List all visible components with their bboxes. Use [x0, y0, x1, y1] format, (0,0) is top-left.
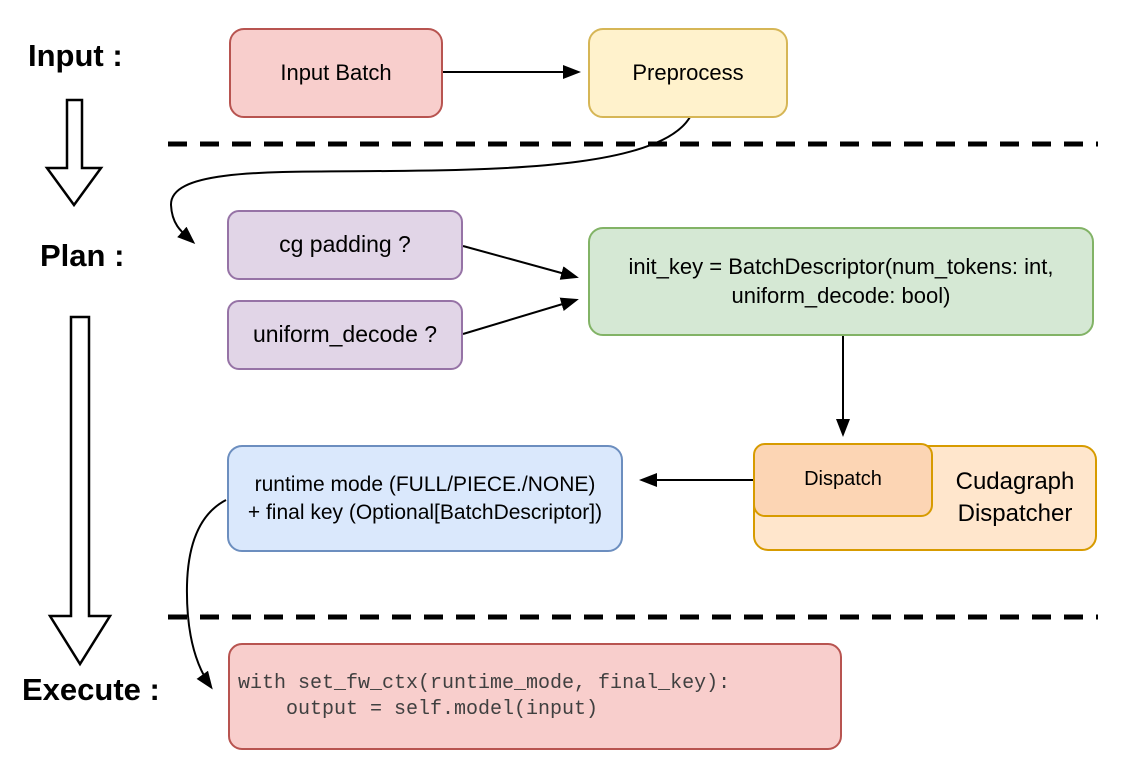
node-cudagraph-dispatcher-label: Cudagraph Dispatcher — [933, 445, 1097, 551]
node-input-batch: Input Batch — [229, 28, 443, 118]
node-dispatch: Dispatch — [753, 443, 933, 517]
cudagraph-dispatcher-line1: Cudagraph — [955, 467, 1075, 495]
connector-uniform-decode-to-init-key — [462, 297, 579, 335]
node-preprocess: Preprocess — [588, 28, 788, 118]
connector-cg-padding-to-init-key — [462, 245, 579, 280]
node-init-key-line2: uniform_decode: bool) — [731, 282, 951, 308]
stage-label-execute: Execute : — [22, 672, 160, 707]
node-runtime-mode-line1: runtime mode (FULL/PIECE./NONE) — [254, 472, 596, 496]
node-cg-padding: cg padding ? — [227, 210, 463, 280]
node-preprocess-label: Preprocess — [632, 59, 744, 85]
execute-code-line1: with set_fw_ctx(runtime_mode, final_key)… — [238, 671, 731, 695]
connector-preprocess-to-cg-padding — [169, 116, 691, 245]
execute-code-line2: output = self.model(input) — [238, 697, 599, 721]
node-cg-padding-label: cg padding ? — [279, 231, 411, 258]
node-execute-code: with set_fw_ctx(runtime_mode, final_key)… — [228, 643, 842, 750]
node-runtime-mode-line2: + final key (Optional[BatchDescriptor]) — [247, 500, 603, 524]
stage-label-plan: Plan : — [40, 238, 125, 273]
stage-label-input: Input : — [28, 38, 123, 73]
node-uniform-decode-label: uniform_decode ? — [252, 321, 438, 348]
node-uniform-decode: uniform_decode ? — [227, 300, 463, 370]
node-input-batch-label: Input Batch — [280, 59, 392, 85]
connector-runtime-mode-to-execute-code — [185, 499, 227, 690]
cudagraph-dispatcher-line2: Dispatcher — [957, 500, 1073, 527]
flow-arrow-input-to-plan-icon — [44, 98, 104, 208]
node-runtime-mode: runtime mode (FULL/PIECE./NONE) + final … — [227, 445, 623, 552]
node-init-key: init_key = BatchDescriptor(num_tokens: i… — [588, 227, 1094, 336]
node-init-key-line1: init_key = BatchDescriptor(num_tokens: i… — [628, 254, 1054, 280]
flow-arrow-plan-to-execute-icon — [47, 315, 113, 667]
node-dispatch-label: Dispatch — [804, 468, 882, 491]
